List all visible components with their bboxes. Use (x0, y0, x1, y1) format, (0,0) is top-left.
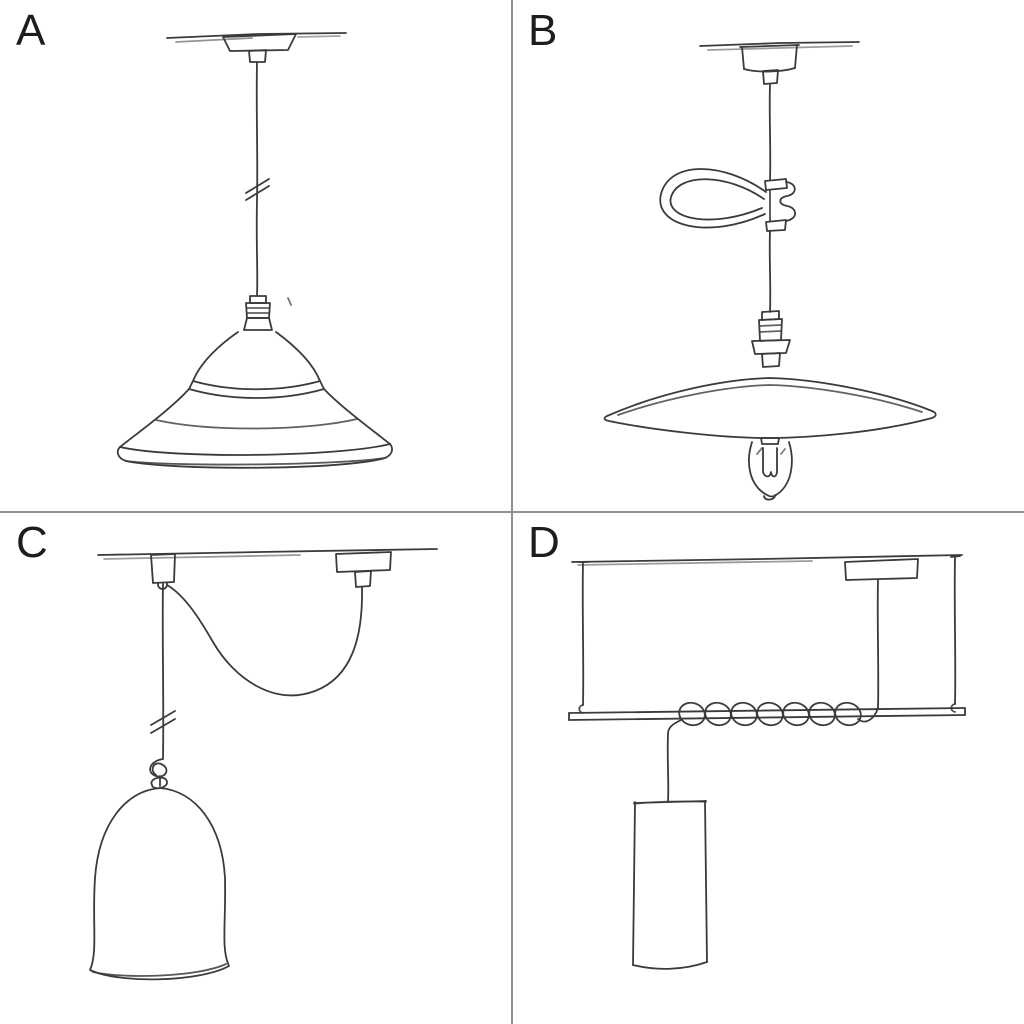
industrial-shade (118, 332, 392, 468)
ceiling-line (167, 33, 346, 42)
panel-b: B (512, 0, 1024, 512)
panel-d: D (512, 512, 1024, 1024)
swag-cable (167, 585, 362, 695)
ceiling-rose (223, 34, 296, 62)
pendant-plate-shade-bulb-sketch (512, 0, 1024, 512)
cylinder-pendant (633, 801, 707, 969)
ceiling-line (572, 555, 962, 565)
bell-shade (90, 778, 229, 980)
horizontal-divider (0, 511, 1024, 513)
hanging-bar (569, 708, 965, 720)
cable (246, 62, 291, 305)
coiled-cable (668, 700, 878, 734)
panel-d-label: D (528, 518, 561, 567)
lamp-holder (752, 311, 790, 367)
cable (770, 84, 771, 312)
ceiling-rose (845, 559, 918, 708)
bar-pendant-coiled-cable-sketch (512, 512, 1024, 1024)
cable-clamp-hook (660, 169, 795, 231)
filament-bulb (749, 438, 792, 500)
panel-a: A (0, 0, 512, 512)
panel-c-label: C (16, 518, 49, 567)
lamp-holder (244, 296, 272, 330)
ceiling-rose (740, 45, 799, 84)
suspension-cables (579, 556, 960, 713)
panel-b-label: B (528, 6, 559, 55)
ceiling-rose (336, 552, 391, 587)
ceiling-line (700, 42, 859, 50)
pendant-industrial-shade-sketch (0, 0, 512, 512)
panel-a-label: A (16, 6, 47, 55)
plate-shade (605, 378, 936, 438)
pendant-cable (668, 734, 669, 802)
swag-pendant-bell-shade-sketch (0, 512, 512, 1024)
panel-c: C (0, 512, 512, 1024)
ceiling-line (98, 549, 437, 559)
drop-cable (150, 584, 175, 786)
